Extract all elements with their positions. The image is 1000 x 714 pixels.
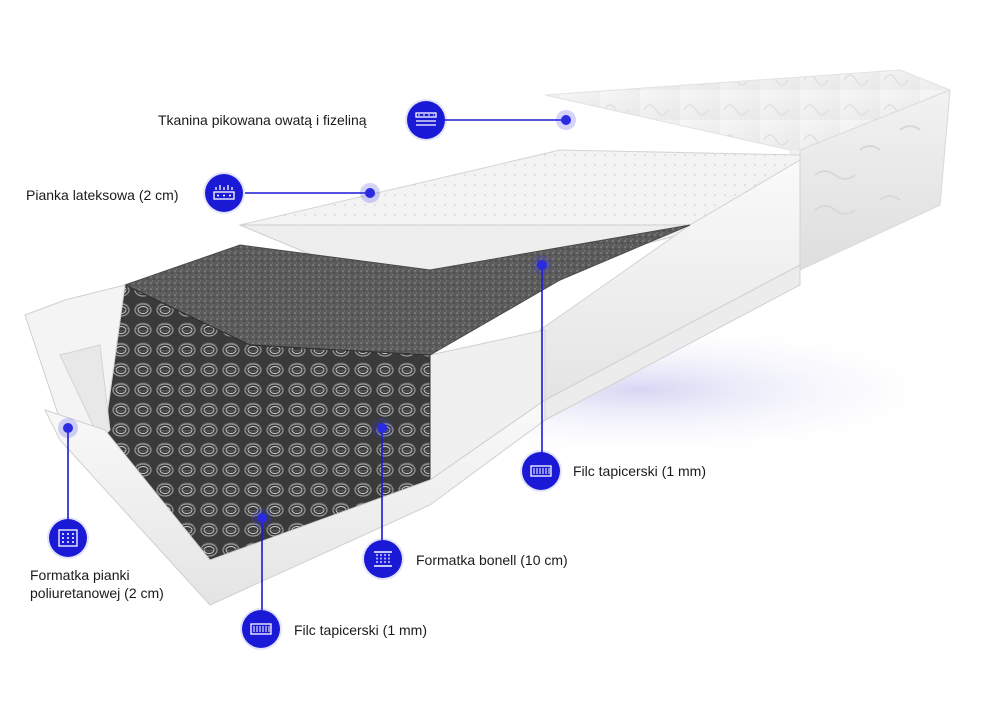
felt-bottom-label: Filc tapicerski (1 mm) xyxy=(294,622,428,638)
connector-lines xyxy=(67,119,565,610)
bonnell-spring-icon xyxy=(364,540,402,578)
bonnell-springs-marker xyxy=(377,423,387,433)
felt-bottom-marker xyxy=(257,513,267,523)
pu-foam-label: Formatka pianki poliuretanowej (2 cm) xyxy=(30,567,164,601)
latex-foam-icon xyxy=(205,174,243,212)
felt-top-marker xyxy=(537,260,547,270)
bonnell-springs-label: Formatka bonell (10 cm) xyxy=(416,552,568,568)
latex-foam-marker xyxy=(365,188,375,198)
latex-foam-label: Pianka lateksowa (2 cm) xyxy=(26,187,179,203)
quilted-fabric-marker xyxy=(561,115,571,125)
felt-top-label: Filc tapicerski (1 mm) xyxy=(573,463,707,479)
pu-foam-icon xyxy=(49,519,87,557)
quilted-fabric-label: Tkanina pikowana owatą i fizeliną xyxy=(158,112,367,128)
pu-foam-marker xyxy=(63,423,73,433)
felt-bottom-icon xyxy=(242,610,280,648)
quilted-fabric-icon xyxy=(407,101,445,139)
felt-top-icon xyxy=(522,452,560,490)
